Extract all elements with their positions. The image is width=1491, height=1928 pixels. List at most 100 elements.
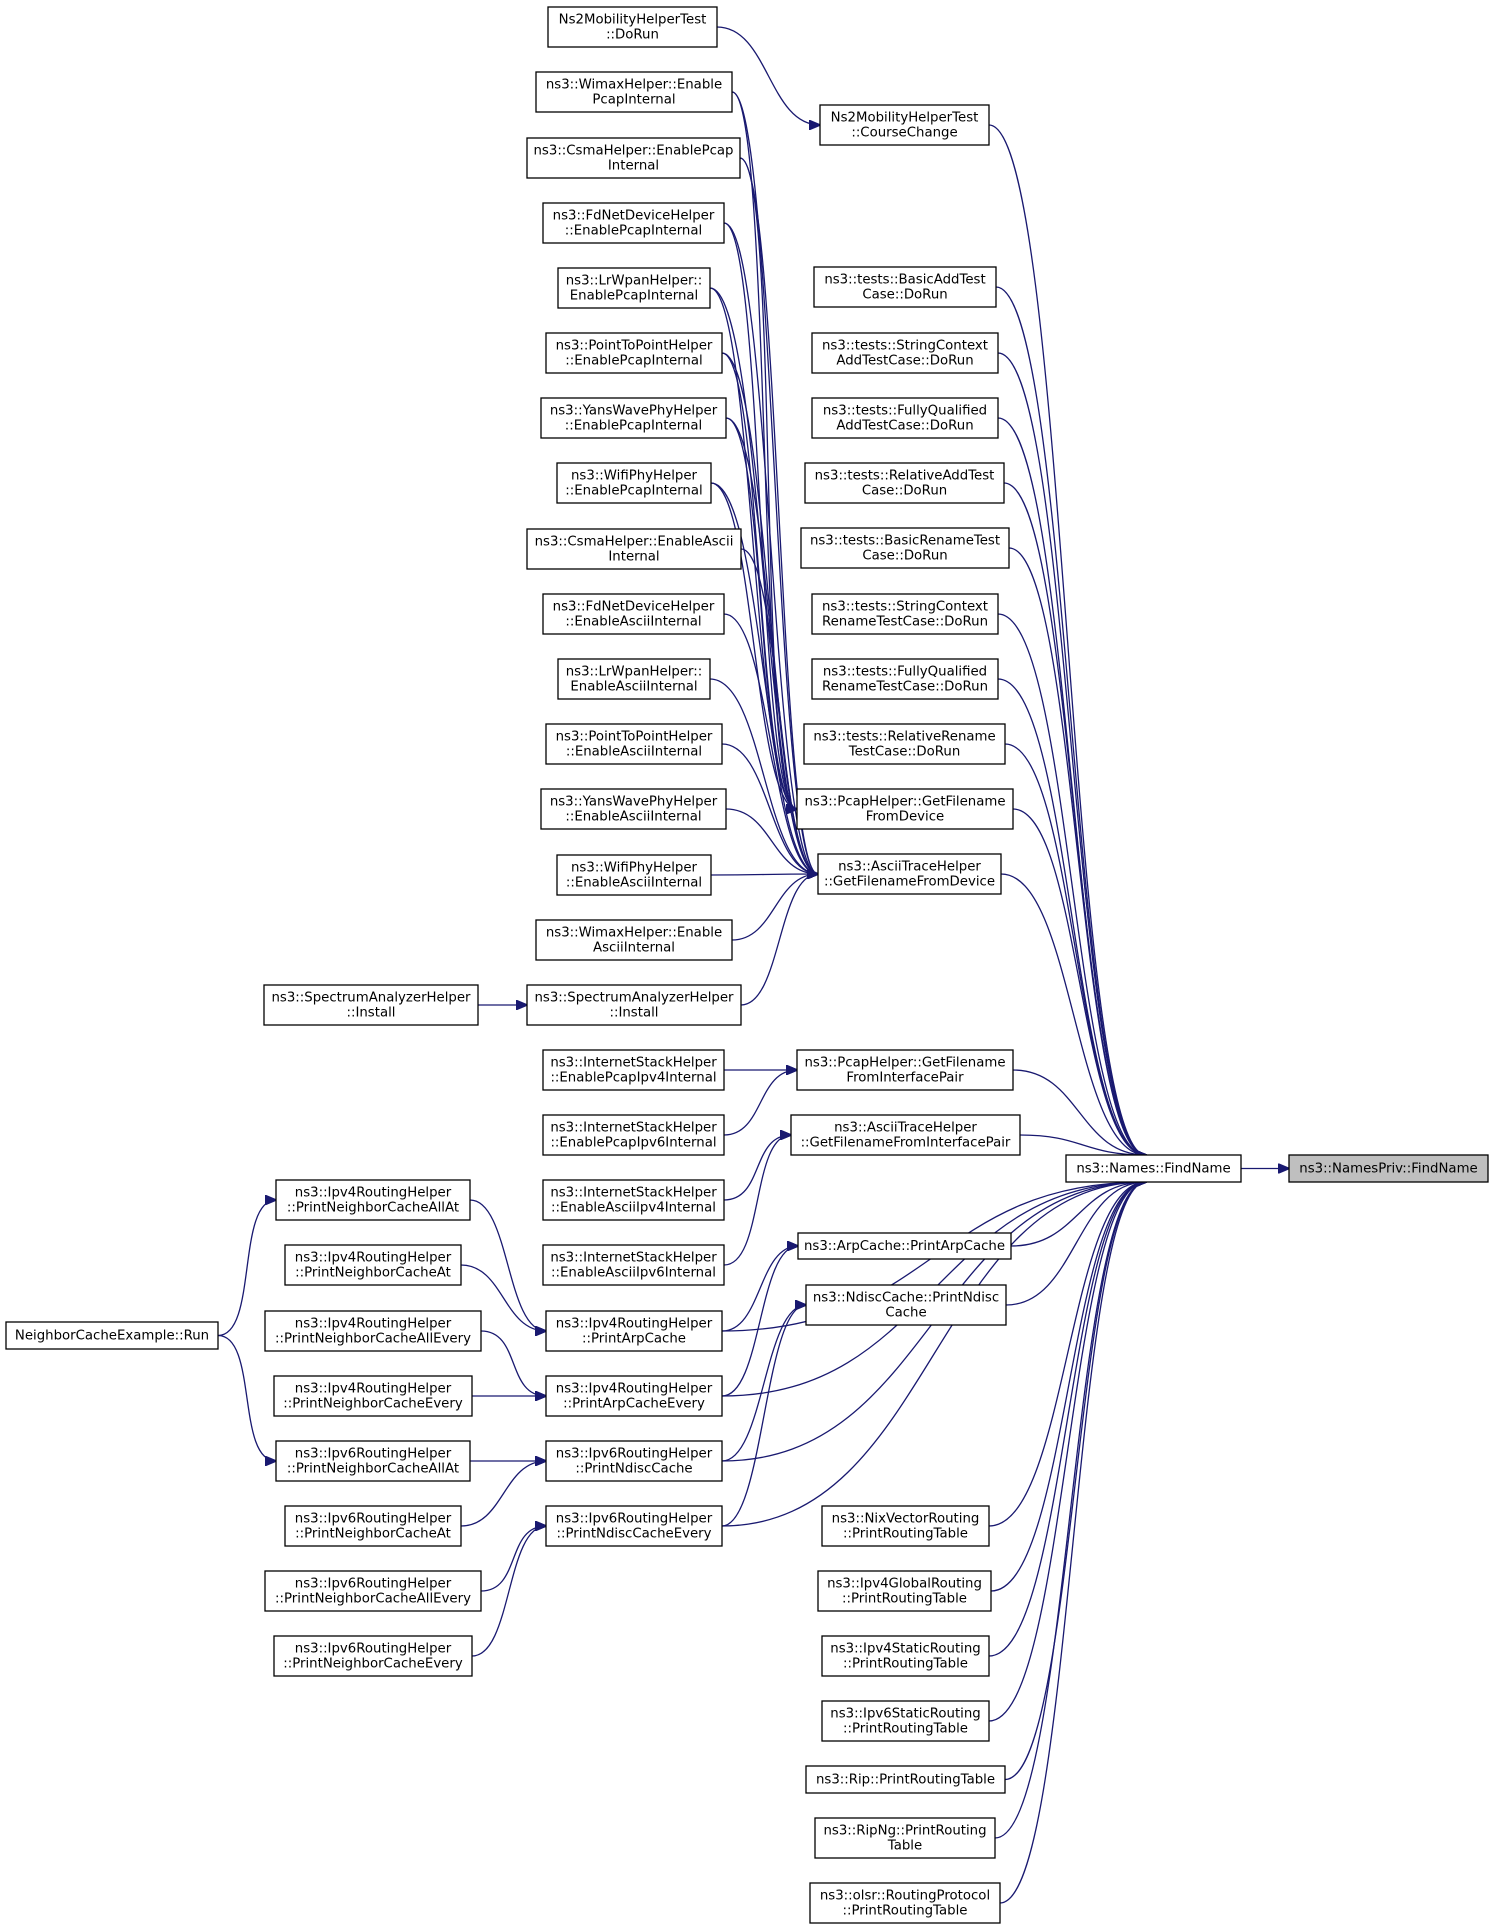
node-label: ns3::Ipv6RoutingHelper bbox=[295, 1577, 452, 1592]
node-label: ns3::tests::RelativeRename bbox=[813, 730, 995, 745]
edge-pcap-getfn-device-to-names-findname bbox=[1012, 808, 1146, 1155]
node-box bbox=[796, 788, 1014, 830]
node-relative-rename[interactable]: ns3::tests::RelativeRenameTestCase::DoRu… bbox=[803, 723, 1006, 765]
node-string-rename[interactable]: ns3::tests::StringContextRenameTestCase:… bbox=[811, 593, 999, 635]
node-ipv6static-rt[interactable]: ns3::Ipv6StaticRouting::PrintRoutingTabl… bbox=[821, 1700, 990, 1742]
node-ipv4static-rt[interactable]: ns3::Ipv4StaticRouting::PrintRoutingTabl… bbox=[821, 1635, 990, 1677]
node-ipv6rh-allat[interactable]: ns3::Ipv6RoutingHelper::PrintNeighborCac… bbox=[275, 1440, 471, 1482]
node-p2p-ascii[interactable]: ns3::PointToPointHelper::EnableAsciiInte… bbox=[545, 723, 723, 765]
node-ipv4rh-printarpevery[interactable]: ns3::Ipv4RoutingHelper::PrintArpCacheEve… bbox=[545, 1375, 723, 1417]
node-label: ::EnableAsciiInternal bbox=[566, 876, 702, 891]
node-names-findname[interactable]: ns3::Names::FindName bbox=[1065, 1154, 1242, 1183]
edge-ipv6rh-printndisc-to-ndisc-print bbox=[721, 1305, 806, 1462]
node-ndisc-print[interactable]: ns3::NdiscCache::PrintNdiscCache bbox=[805, 1284, 1007, 1326]
node-nbr-run[interactable]: NeighborCacheExample::Run bbox=[5, 1321, 219, 1350]
node-yans-ascii[interactable]: ns3::YansWavePhyHelper::EnableAsciiInter… bbox=[540, 788, 727, 830]
node-wimax-ascii[interactable]: ns3::WimaxHelper::EnableAsciiInternal bbox=[535, 919, 733, 961]
edge-ripng-rt-to-names-findname bbox=[994, 1182, 1146, 1839]
node-box bbox=[535, 919, 733, 961]
node-fully-add[interactable]: ns3::tests::FullyQualifiedAddTestCase::D… bbox=[811, 397, 999, 439]
node-box bbox=[545, 332, 723, 374]
node-ish-pcap6[interactable]: ns3::InternetStackHelper::EnablePcapIpv6… bbox=[542, 1114, 725, 1156]
node-box bbox=[542, 202, 725, 244]
node-ipv6rh-every[interactable]: ns3::Ipv6RoutingHelper::PrintNeighborCac… bbox=[273, 1635, 473, 1677]
node-fdnet-pcap[interactable]: ns3::FdNetDeviceHelper::EnablePcapIntern… bbox=[542, 202, 725, 244]
node-p2p-pcap[interactable]: ns3::PointToPointHelper::EnablePcapInter… bbox=[545, 332, 723, 374]
node-box bbox=[817, 1570, 992, 1612]
node-arpcache-print[interactable]: ns3::ArpCache::PrintArpCache bbox=[797, 1232, 1012, 1260]
node-box bbox=[545, 1310, 723, 1352]
node-ipv6rh-at[interactable]: ns3::Ipv6RoutingHelper::PrintNeighborCac… bbox=[284, 1505, 462, 1547]
node-ipv4rh-allevery[interactable]: ns3::Ipv4RoutingHelper::PrintNeighborCac… bbox=[264, 1310, 482, 1352]
node-box bbox=[545, 1505, 723, 1547]
node-string-add[interactable]: ns3::tests::StringContextAddTestCase::Do… bbox=[811, 332, 999, 374]
edge-olsr-rt-to-names-findname bbox=[999, 1182, 1146, 1904]
node-box bbox=[540, 397, 727, 439]
node-label: Ns2MobilityHelperTest bbox=[831, 111, 979, 126]
node-wifi-pcap[interactable]: ns3::WifiPhyHelper::EnablePcapInternal bbox=[556, 462, 712, 504]
node-ipv6rh-allevery[interactable]: ns3::Ipv6RoutingHelper::PrintNeighborCac… bbox=[264, 1570, 482, 1612]
node-rip-rt[interactable]: ns3::Rip::PrintRoutingTable bbox=[805, 1765, 1006, 1794]
node-box bbox=[284, 1244, 462, 1286]
edge-ish-ascii4-to-ascii-getfn-if bbox=[723, 1135, 791, 1201]
node-label: ::EnableAsciiInternal bbox=[566, 745, 702, 760]
node-ns2-coursechange[interactable]: Ns2MobilityHelperTest::CourseChange bbox=[819, 104, 990, 146]
node-wifi-ascii[interactable]: ns3::WifiPhyHelper::EnableAsciiInternal bbox=[556, 854, 712, 896]
node-olsr-rt[interactable]: ns3::olsr::RoutingProtocol::PrintRouting… bbox=[809, 1882, 1001, 1924]
node-box bbox=[542, 1244, 725, 1286]
node-csma-pcap[interactable]: ns3::CsmaHelper::EnablePcapInternal bbox=[526, 137, 741, 179]
node-label: ::EnablePcapIpv4Internal bbox=[550, 1071, 716, 1086]
node-spectrum-install-r[interactable]: ns3::SpectrumAnalyzerHelper::Install bbox=[526, 984, 742, 1026]
node-ns2-dorun[interactable]: Ns2MobilityHelperTest::DoRun bbox=[547, 6, 718, 48]
node-ipv4rh-allat[interactable]: ns3::Ipv4RoutingHelper::PrintNeighborCac… bbox=[275, 1179, 471, 1221]
node-box bbox=[805, 1284, 1007, 1326]
node-nix-rt[interactable]: ns3::NixVectorRouting::PrintRoutingTable bbox=[821, 1505, 990, 1547]
node-ripng-rt[interactable]: ns3::RipNg::PrintRoutingTable bbox=[814, 1817, 996, 1859]
node-ipv4rh-every[interactable]: ns3::Ipv4RoutingHelper::PrintNeighborCac… bbox=[273, 1375, 473, 1417]
node-label: TestCase::DoRun bbox=[848, 745, 961, 760]
node-namespriv-findname[interactable]: ns3::NamesPriv::FindName bbox=[1288, 1154, 1489, 1183]
node-lrwpan-ascii[interactable]: ns3::LrWpanHelper::EnableAsciiInternal bbox=[557, 658, 711, 700]
node-ipv6rh-printndisc[interactable]: ns3::Ipv6RoutingHelper::PrintNdiscCache bbox=[545, 1440, 723, 1482]
node-label: ns3::Ipv4StaticRouting bbox=[830, 1642, 980, 1657]
node-wimax-pcap[interactable]: ns3::WimaxHelper::EnablePcapInternal bbox=[535, 71, 733, 113]
node-box bbox=[275, 1179, 471, 1221]
node-box bbox=[535, 71, 733, 113]
node-ipv4rh-printarp[interactable]: ns3::Ipv4RoutingHelper::PrintArpCache bbox=[545, 1310, 723, 1352]
node-label: ::PrintNdiscCacheEvery bbox=[556, 1527, 711, 1542]
node-pcap-getfn-device[interactable]: ns3::PcapHelper::GetFilenameFromDevice bbox=[796, 788, 1014, 830]
node-fdnet-ascii[interactable]: ns3::FdNetDeviceHelper::EnableAsciiInter… bbox=[542, 593, 725, 635]
node-spectrum-install-l[interactable]: ns3::SpectrumAnalyzerHelper::Install bbox=[263, 984, 479, 1026]
node-csma-ascii[interactable]: ns3::CsmaHelper::EnableAsciiInternal bbox=[526, 528, 742, 570]
node-ipv6rh-printndiscevery[interactable]: ns3::Ipv6RoutingHelper::PrintNdiscCacheE… bbox=[545, 1505, 723, 1547]
node-ipv4global-rt[interactable]: ns3::Ipv4GlobalRouting::PrintRoutingTabl… bbox=[817, 1570, 992, 1612]
node-ish-pcap4[interactable]: ns3::InternetStackHelper::EnablePcapIpv4… bbox=[542, 1049, 725, 1091]
node-ascii-getfn-device[interactable]: ns3::AsciiTraceHelper::GetFilenameFromDe… bbox=[817, 853, 1002, 895]
node-box bbox=[821, 1505, 990, 1547]
node-pcap-getfn-if[interactable]: ns3::PcapHelper::GetFilenameFromInterfac… bbox=[796, 1049, 1014, 1091]
node-label: ns3::tests::BasicAddTest bbox=[824, 273, 985, 288]
edge-csma-ascii-to-ascii-getfn-device bbox=[740, 548, 818, 874]
node-box bbox=[1288, 1154, 1489, 1183]
node-label: ns3::LrWpanHelper:: bbox=[566, 665, 703, 680]
node-box bbox=[821, 1700, 990, 1742]
node-fully-rename[interactable]: ns3::tests::FullyQualifiedRenameTestCase… bbox=[811, 658, 999, 700]
node-yans-pcap[interactable]: ns3::YansWavePhyHelper::EnablePcapIntern… bbox=[540, 397, 727, 439]
node-ish-ascii6[interactable]: ns3::InternetStackHelper::EnableAsciiIpv… bbox=[542, 1244, 725, 1286]
edge-ipv4rh-at-to-ipv4rh-printarp bbox=[460, 1264, 546, 1331]
node-label: ns3::InternetStackHelper bbox=[550, 1056, 717, 1071]
edge-arpcache-print-to-names-findname bbox=[1010, 1182, 1146, 1247]
node-ish-ascii4[interactable]: ns3::InternetStackHelper::EnableAsciiIpv… bbox=[542, 1179, 725, 1221]
edge-ish-pcap6-to-pcap-getfn-if bbox=[723, 1070, 797, 1136]
node-ipv4rh-at[interactable]: ns3::Ipv4RoutingHelper::PrintNeighborCac… bbox=[284, 1244, 462, 1286]
node-box bbox=[809, 1882, 1001, 1924]
node-box bbox=[814, 1817, 996, 1859]
node-lrwpan-pcap[interactable]: ns3::LrWpanHelper::EnablePcapInternal bbox=[557, 267, 711, 309]
node-label: ::PrintArpCache bbox=[582, 1332, 686, 1347]
node-ascii-getfn-if[interactable]: ns3::AsciiTraceHelper::GetFilenameFromIn… bbox=[790, 1114, 1021, 1156]
node-label: AddTestCase::DoRun bbox=[836, 354, 973, 369]
node-box bbox=[542, 1179, 725, 1221]
